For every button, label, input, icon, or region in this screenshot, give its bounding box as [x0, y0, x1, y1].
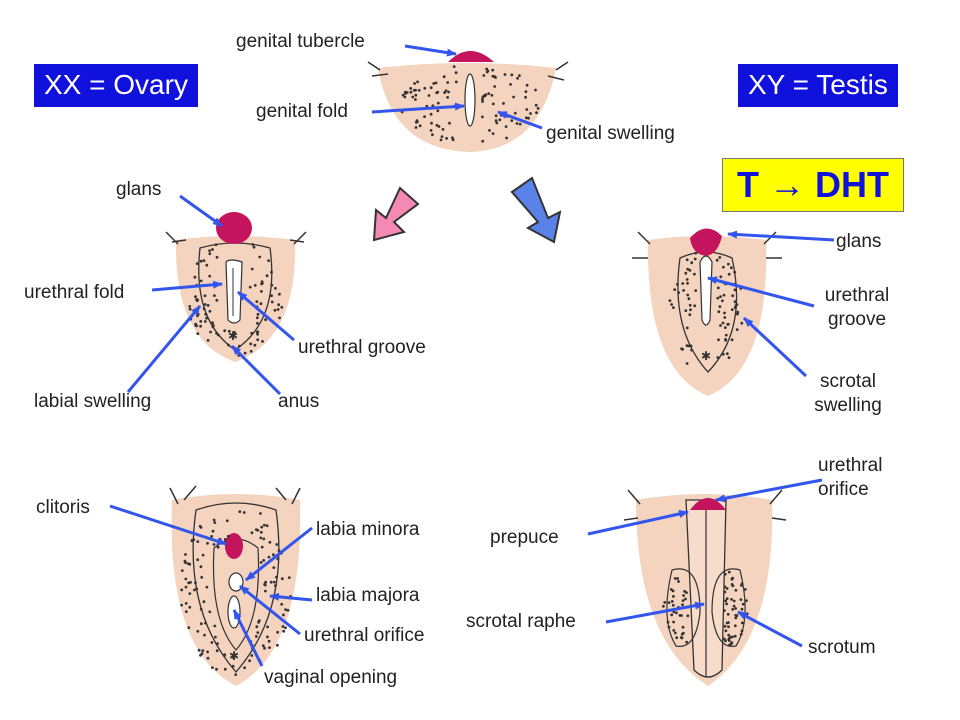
label-anus: anus: [278, 391, 320, 412]
clitoris-shape: [225, 533, 243, 559]
female-external-genitalia-illustration: ✱: [169, 485, 301, 686]
label-scrotal-swelling: scrotal swelling: [814, 371, 882, 416]
arrow-labial-swelling: [126, 305, 202, 393]
label-genital-fold: genital fold: [256, 101, 348, 122]
dht-text: T → DHT: [737, 164, 890, 205]
label-genital-tubercle: genital tubercle: [236, 31, 365, 52]
arrow-urethral-fold: [151, 280, 223, 292]
xy-testis-badge: XY = Testis: [738, 64, 898, 107]
label-labial-swelling: labial swelling: [34, 391, 152, 412]
female-intermediate-illustration: ✱: [165, 212, 307, 362]
labia-majora-dots: [180, 510, 292, 676]
arrow-scrotum: [737, 610, 803, 648]
genital-swelling-dots: [400, 65, 540, 143]
arrow-genital-fold: [371, 102, 465, 114]
label-female-glans: glans: [116, 179, 162, 200]
arrow-scrotal-raphe: [605, 601, 705, 624]
label-labia-minora: labia minora: [316, 519, 420, 540]
male-external-genitalia-illustration: [623, 489, 787, 686]
svg-text:✱: ✱: [701, 349, 711, 363]
pointer-arrows: [109, 44, 835, 667]
label-prepuce: prepuce: [490, 527, 559, 548]
label-labia-majora: labia majora: [316, 585, 420, 606]
indifferent-stage-illustration: [367, 51, 569, 152]
xx-ovary-badge: XX = Ovary: [34, 64, 198, 107]
label-urethral-groove-male: urethral groove: [824, 285, 890, 330]
arrow-genital-swelling: [497, 110, 543, 130]
scrotal-swelling-dots: [668, 251, 744, 365]
male-path-arrow: [510, 176, 562, 244]
arrow-urethral-orifice-female: [239, 584, 301, 636]
label-urethral-orifice-male: urethral orifice: [818, 455, 883, 500]
genital-tubercle-shape: [448, 51, 494, 62]
arrow-urethral-orifice-male: [715, 478, 823, 503]
label-genital-swelling: genital swelling: [546, 123, 675, 144]
female-glans-shape: [216, 212, 252, 244]
label-scrotal-raphe: scrotal raphe: [466, 611, 576, 632]
label-urethral-groove-female: urethral groove: [298, 337, 426, 358]
arrow-urethral-groove-female: [237, 290, 295, 342]
arrow-anus: [230, 344, 282, 396]
label-male-glans: glans: [836, 231, 882, 252]
male-intermediate-illustration: ✱: [632, 228, 782, 396]
testosterone-dht-badge: T → DHT: [722, 158, 905, 212]
arrow-female-glans: [179, 194, 223, 228]
arrow-labia-minora: [245, 526, 313, 582]
label-vaginal-opening: vaginal opening: [264, 667, 398, 688]
arrow-vaginal-opening: [232, 609, 264, 667]
male-glans-shape: [690, 228, 722, 256]
arrow-clitoris: [109, 504, 227, 546]
label-scrotum: scrotum: [808, 637, 876, 658]
arrow-prepuce: [587, 510, 689, 536]
arrow-genital-tubercle: [404, 44, 457, 57]
arrow-scrotal-swelling: [742, 316, 808, 378]
label-clitoris: clitoris: [36, 497, 90, 518]
arrow-urethral-groove-male: [707, 276, 815, 308]
label-urethral-fold: urethral fold: [24, 282, 125, 303]
arrow-labia-majora: [269, 592, 313, 602]
genital-fold-shape: [464, 73, 476, 127]
female-path-arrow: [372, 186, 420, 242]
arrow-male-glans: [727, 230, 835, 242]
svg-text:✱: ✱: [229, 649, 239, 663]
label-urethral-orifice-female: urethral orifice: [304, 625, 425, 646]
right-arrow-icon: →: [759, 164, 816, 205]
